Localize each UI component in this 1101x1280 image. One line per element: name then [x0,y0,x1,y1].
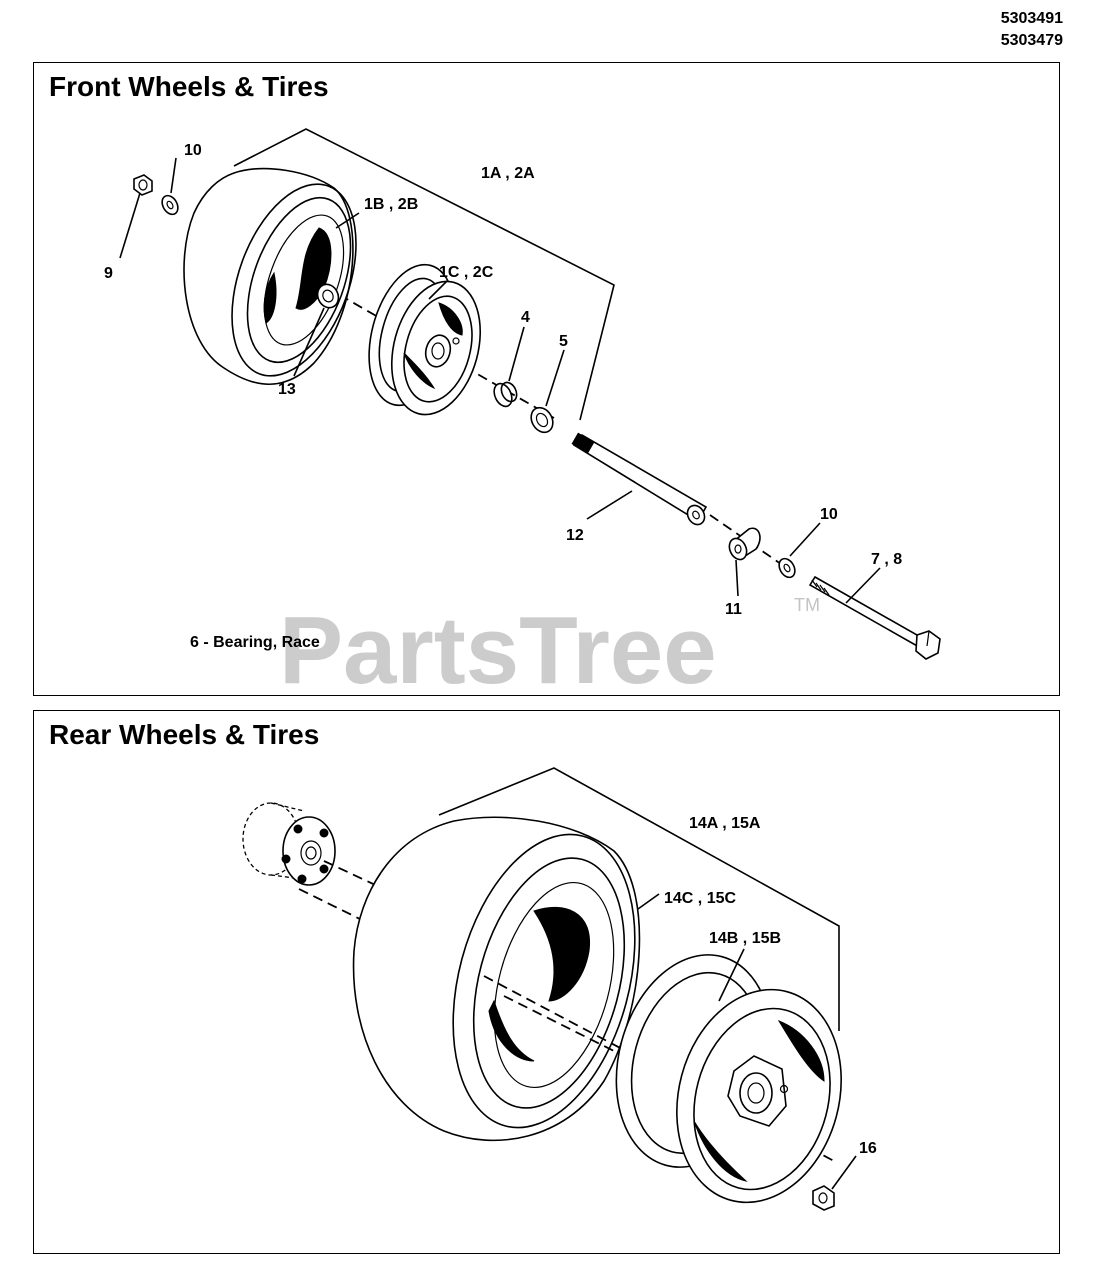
callout-10: 10 [184,142,202,159]
leader-line [508,326,525,382]
callout-14c-15c: 14C , 15C [664,890,736,907]
leader-line [845,567,881,604]
watermark-text: PartsTree [279,597,717,697]
callout-12: 12 [566,527,584,544]
bolt-icon [808,575,941,660]
front-wheels-panel: Front Wheels & Tires PartsTree TM [33,62,1060,697]
callout-5: 5 [559,333,568,350]
leader-line [789,522,821,557]
front-rim-icon [368,263,482,416]
washer-icon [161,194,179,216]
front-tire-icon [183,167,357,385]
assembly-bracket-line [438,767,840,1031]
callout-13: 13 [278,381,296,398]
callout-7-8: 7 , 8 [871,551,902,568]
axle-tube-icon [571,432,708,526]
bearing-icon [493,381,518,408]
callout-1a-2a: 1A , 2A [481,165,535,182]
callout-9: 9 [104,265,113,282]
callout-14b-15b: 14B , 15B [709,930,781,947]
front-wheels-diagram: PartsTree TM [104,128,941,697]
spacer-icon [728,527,761,561]
assembly-bracket-line [233,128,615,421]
leader-line [735,559,739,597]
leader-line [293,307,325,377]
stud-centerline [298,888,365,922]
lug-nut-icon [812,1185,835,1211]
callout-16: 16 [859,1140,877,1157]
callout-14a-15a: 14A , 15A [689,815,761,832]
model-numbers: 5303491 5303479 [1001,8,1063,52]
rear-rim-icon [615,954,842,1204]
spacer-icon [316,283,340,309]
rear-wheels-diagram: 14A , 15A 14C , 15C 14B , 15B 16 [242,767,877,1211]
callout-1b-2b: 1B , 2B [364,196,418,213]
leader-line [335,212,360,229]
washer-icon [778,557,796,579]
leader-line [831,1155,857,1190]
leader-line [119,192,141,259]
rear-wheels-panel: Rear Wheels & Tires [33,710,1060,1254]
leader-line [586,490,633,520]
model-number-1: 5303491 [1000,10,1063,27]
bearing-race-note: 6 - Bearing, Race [190,634,320,651]
callout-4: 4 [521,309,530,326]
leader-line [637,893,660,910]
leader-line [545,349,565,407]
model-number-2: 5303479 [1000,32,1063,49]
hub-icon [242,802,336,886]
leader-line [428,280,448,300]
nut-icon [133,174,153,196]
callout-11: 11 [725,601,742,618]
front-panel-title: Front Wheels & Tires [49,71,329,102]
leader-line [170,157,177,194]
rear-panel-title: Rear Wheels & Tires [49,719,320,750]
callout-10: 10 [820,506,838,523]
leader-line [718,948,745,1002]
watermark-tm: TM [794,595,820,615]
rear-tire-icon [352,816,641,1142]
seal-icon [530,406,554,434]
callout-1c-2c: 1C , 2C [439,264,494,281]
